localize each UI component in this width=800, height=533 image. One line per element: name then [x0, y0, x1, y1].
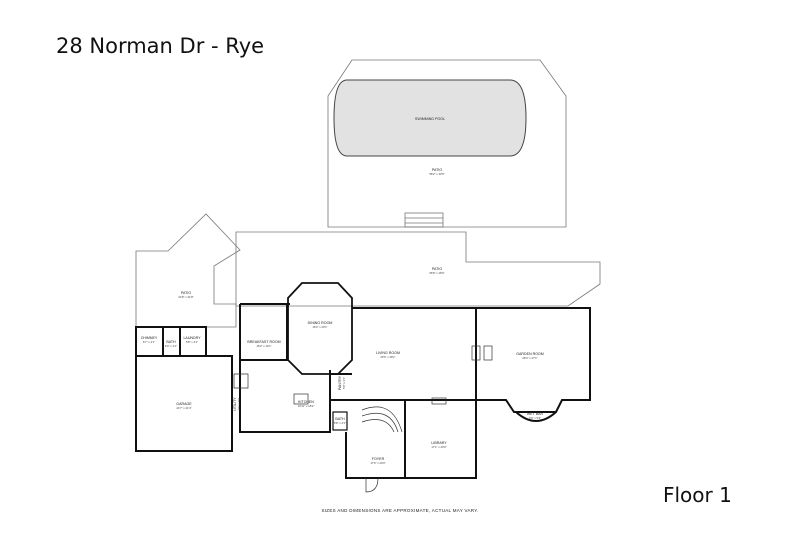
kitchen-label: KITCHEN	[298, 400, 314, 404]
foyer-label: FOYER	[372, 457, 385, 461]
bath-left-dims: 6'0" x 4'1"	[165, 344, 177, 348]
pool-label: SWIMMING POOL	[415, 117, 445, 121]
patio-left-dims: 24'8" x 31'8"	[178, 295, 193, 299]
bath-center-walls	[332, 411, 348, 431]
library-fireplace	[431, 397, 447, 405]
patio-terrace-outline	[327, 59, 567, 228]
main-patio-outline	[235, 231, 601, 307]
wet-bar-label: WET BAR	[527, 412, 544, 416]
garage-dims: 24'7" x 21'4"	[176, 406, 191, 410]
kitchen-walls	[239, 360, 331, 433]
breakfast-dims: 15'2" x 16'1"	[256, 344, 271, 348]
breakfast-room-walls	[239, 304, 288, 361]
page-title: 28 Norman Dr - Rye	[56, 34, 265, 58]
garden-room-fireplace	[483, 345, 493, 361]
front-door-swing	[365, 477, 379, 493]
garden-room-walls	[476, 307, 591, 413]
garage-label: GARAGE	[176, 402, 192, 406]
patio-left-label: PATIO	[181, 291, 191, 295]
patio-upper-dims: 58'2" x 40'6"	[429, 172, 444, 176]
disclaimer: SIZES AND DIMENSIONS ARE APPROXIMATE, AC…	[321, 508, 479, 513]
laundry-label: LAUNDRY	[183, 336, 201, 340]
chimney-label: CHIMNEY	[141, 336, 158, 340]
library-walls	[405, 399, 477, 479]
garden-dims: 28'4" x 27'1"	[522, 356, 537, 360]
laundry-dims: 5'8" x 4'1"	[186, 340, 198, 344]
garage-walls	[135, 355, 233, 452]
chimney-bath-laundry-walls	[135, 326, 207, 356]
living-label: LIVING ROOM	[376, 351, 400, 355]
chimney-dims: 6'7" x 4'1"	[143, 340, 155, 344]
dining-dims: 16'0" x 20'1"	[312, 325, 327, 329]
bath-left-label: BATH	[166, 340, 176, 344]
kitchen-island	[293, 393, 309, 405]
bath-center-dims: 5'8" x 4'1"	[334, 421, 346, 425]
pantry-dims: 5'9" x 3'1"	[342, 377, 346, 389]
wet-bar-walls	[515, 411, 557, 422]
living-room-walls	[352, 307, 477, 401]
pantry-label: PANTRY	[338, 375, 342, 390]
utility-dims: 4'1" x 7'6"	[237, 398, 241, 410]
living-room-fireplace	[471, 345, 481, 361]
patio-upper-label: PATIO	[432, 168, 442, 172]
patio-main-label: PATIO	[432, 267, 442, 271]
foyer-dims: 17'6" x 20'0"	[370, 461, 385, 465]
patio-steps	[404, 212, 444, 228]
breakfast-label: BREAKFAST ROOM	[247, 340, 280, 344]
bath-center-label: BATH	[335, 417, 345, 421]
utility-closet	[233, 373, 249, 389]
utility-label: UTILITY	[233, 397, 237, 411]
foyer-staircase	[361, 406, 403, 433]
living-dims: 29'6" x 28'1"	[380, 355, 395, 359]
patio-main-dims: 66'8" x 18'0"	[429, 271, 444, 275]
dining-label: DINING ROOM	[308, 321, 333, 325]
garden-label: GARDEN ROOM	[516, 352, 544, 356]
library-dims: 17'1" x 20'0"	[431, 445, 446, 449]
wet-bar-dims: 9'0" x 5'3"	[529, 416, 541, 420]
left-patio-outline	[135, 213, 241, 328]
kitchen-dims: 16'11" x 18'2"	[298, 404, 315, 408]
swimming-pool	[333, 79, 527, 157]
floor-label: Floor 1	[663, 483, 732, 507]
library-label: LIBRARY	[431, 441, 447, 445]
